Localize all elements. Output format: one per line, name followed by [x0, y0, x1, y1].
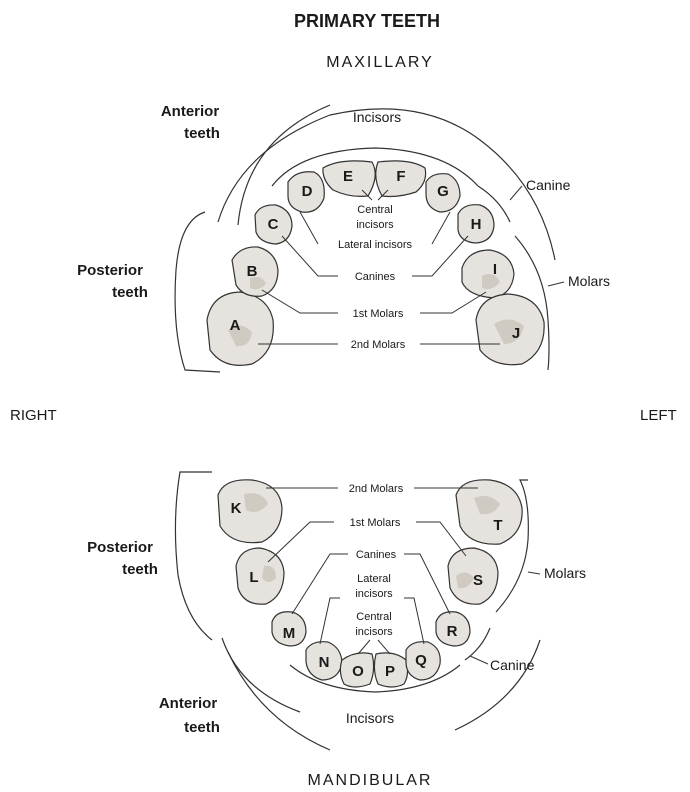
- tooth-A: A: [207, 292, 273, 365]
- lower-outer-arc: [455, 640, 540, 730]
- lower-canines-label: Canines: [356, 549, 397, 561]
- tooth-Q: N: [306, 642, 342, 680]
- tooth-S: L: [236, 548, 284, 604]
- upper-canine-label: Canine: [526, 177, 571, 193]
- tooth-label-B: B: [247, 263, 258, 280]
- mandibular-label: MANDIBULAR: [308, 772, 433, 789]
- tooth-label-I: I: [493, 261, 497, 278]
- tooth-label-C: C: [268, 216, 279, 233]
- maxillary-label: MAXILLARY: [326, 54, 434, 71]
- tooth-D: D: [288, 172, 324, 213]
- tooth-label-F: F: [396, 168, 405, 185]
- tooth-label-Q: N: [319, 654, 330, 671]
- upper-molars-label: Molars: [568, 273, 610, 289]
- tooth-label-T: K: [231, 500, 242, 517]
- lower-central-incisors-line2: incisors: [355, 626, 393, 638]
- lower-lateral-incisors-line1: Lateral: [357, 573, 391, 585]
- upper-lateral-incisors-label: Lateral incisors: [338, 239, 412, 251]
- tooth-label-D: D: [302, 183, 313, 200]
- tooth-E: E: [323, 161, 375, 197]
- tooth-L: S: [448, 548, 498, 604]
- lower-anterior-teeth-line1: Anterior: [159, 695, 218, 712]
- right-label: RIGHT: [10, 407, 57, 424]
- tooth-label-K: T: [493, 517, 502, 534]
- lower-posterior-bracket: [175, 472, 212, 640]
- tooth-label-G: G: [437, 183, 449, 200]
- tooth-J: J: [476, 294, 544, 365]
- tooth-label-A: A: [230, 317, 241, 334]
- lower-posterior-teeth-line1: Posterior: [87, 539, 153, 556]
- tooth-label-E: E: [343, 168, 353, 185]
- lower-incisors-label: Incisors: [346, 710, 394, 726]
- upper-incisors-label: Incisors: [353, 109, 401, 125]
- tooth-I: I: [462, 250, 514, 298]
- tooth-label-H: H: [471, 216, 482, 233]
- upper-posterior-teeth-line2: teeth: [112, 284, 148, 301]
- tooth-N: Q: [406, 642, 440, 680]
- tooth-label-S: L: [249, 569, 258, 586]
- lower-anterior-teeth-line2: teeth: [184, 719, 220, 736]
- upper-anterior-teeth-line2: teeth: [184, 125, 220, 142]
- mandibular-arch: K L M N O P Q R: [87, 472, 586, 750]
- tooth-O: P: [374, 653, 407, 687]
- tooth-label-P: O: [352, 663, 364, 680]
- diagram-title: PRIMARY TEETH: [294, 11, 440, 31]
- tooth-label-O: P: [385, 663, 395, 680]
- lower-lateral-incisors-line2: incisors: [355, 588, 393, 600]
- lower-central-incisors-line1: Central: [356, 611, 391, 623]
- tooth-label-R: M: [283, 625, 296, 642]
- tooth-F: F: [376, 161, 426, 197]
- tooth-label-M: R: [447, 623, 458, 640]
- upper-canines-label: Canines: [355, 271, 396, 283]
- upper-anterior-teeth-line1: Anterior: [161, 103, 220, 120]
- tooth-B: B: [232, 247, 278, 296]
- lower-first-molars-label: 1st Molars: [350, 517, 401, 529]
- tooth-H: H: [458, 205, 494, 243]
- lower-posterior-teeth-line2: teeth: [122, 561, 158, 578]
- upper-posterior-teeth-line1: Posterior: [77, 262, 143, 279]
- tooth-R: M: [272, 612, 306, 646]
- tooth-C: C: [255, 205, 292, 244]
- tooth-M: R: [436, 612, 470, 646]
- tooth-T: K: [218, 480, 282, 543]
- lower-canine-label: Canine: [490, 657, 535, 673]
- tooth-G: G: [426, 174, 460, 212]
- left-label: LEFT: [640, 407, 677, 424]
- tooth-K: T: [456, 480, 522, 544]
- upper-central-incisors-line2: incisors: [356, 219, 394, 231]
- tooth-label-L: S: [473, 572, 483, 589]
- tooth-P: O: [340, 653, 373, 687]
- tooth-label-N: Q: [415, 652, 427, 669]
- tooth-label-J: J: [512, 325, 520, 342]
- upper-central-incisors-line1: Central: [357, 204, 392, 216]
- upper-second-molars-label: 2nd Molars: [351, 339, 406, 351]
- upper-first-molars-label: 1st Molars: [353, 308, 404, 320]
- lower-molars-label: Molars: [544, 565, 586, 581]
- maxillary-arch: A B C D E F G H: [77, 103, 610, 372]
- lower-second-molars-label: 2nd Molars: [349, 483, 404, 495]
